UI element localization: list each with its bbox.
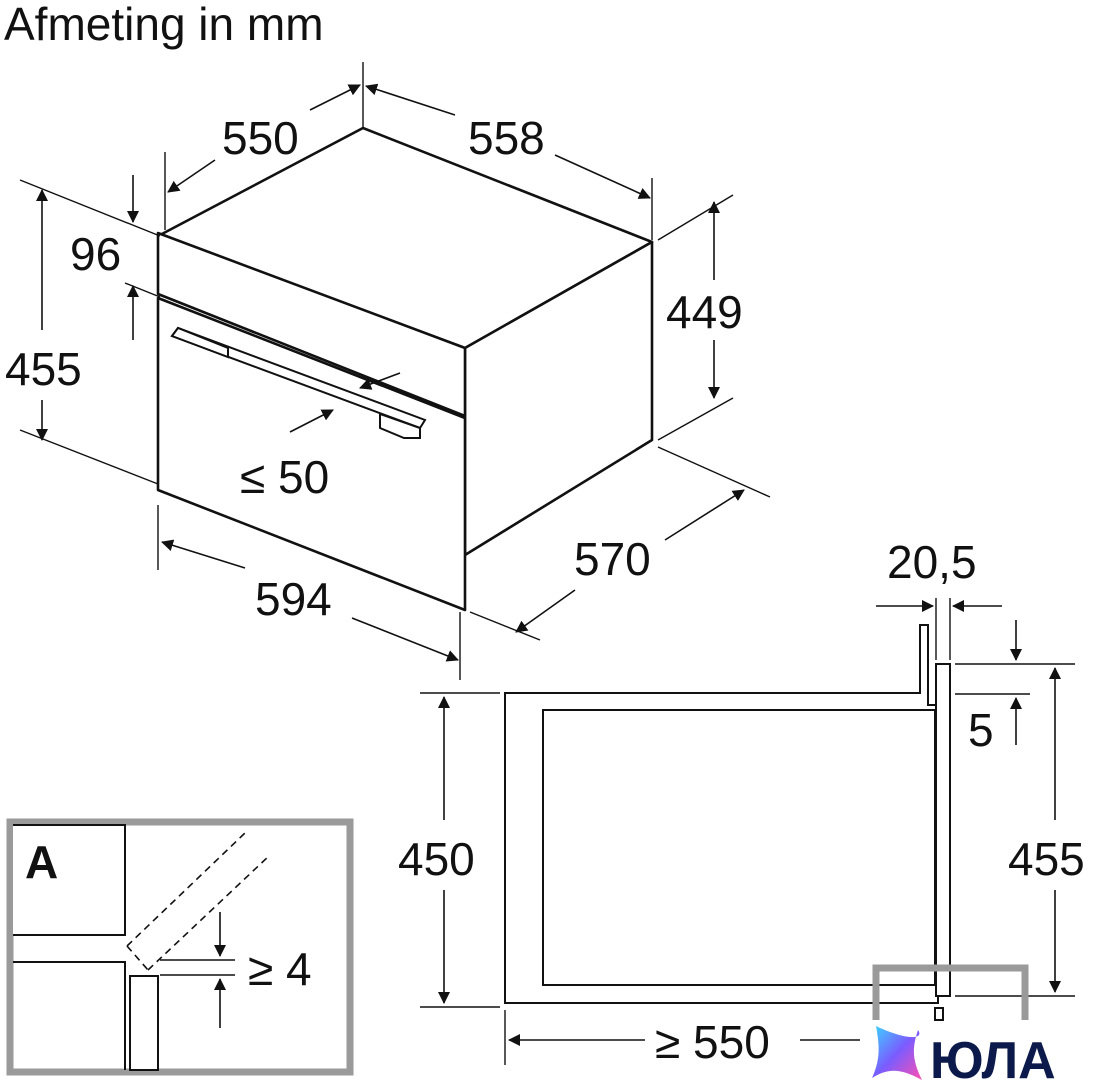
front-panel-section — [935, 663, 951, 997]
dim-line-558 — [365, 83, 456, 116]
dimension-lines-side — [438, 600, 1061, 1046]
dim-line-594 — [161, 539, 246, 569]
label-body-height: 449 — [666, 286, 743, 338]
label-width-side: 558 — [468, 112, 545, 164]
niche-inner — [542, 709, 936, 986]
detail-front-panel — [129, 975, 159, 1071]
watermark-text: ЮЛА — [930, 1032, 1056, 1085]
label-detail-gap: ≥ 4 — [248, 943, 312, 995]
dim-line-protrusion — [359, 372, 401, 390]
label-total-depth: 570 — [574, 533, 651, 585]
page-title: Afmeting in mm — [4, 0, 324, 50]
label-depth-top: 550 — [222, 112, 299, 164]
detail-dashed-outline-1 — [126, 832, 246, 947]
label-side-total-height: 455 — [1008, 833, 1085, 885]
detail-callout-bracket — [872, 964, 1029, 1020]
door-front — [156, 296, 467, 612]
label-side-front-thickness: 20,5 — [887, 536, 977, 588]
appliance-3d-view — [156, 126, 654, 612]
control-panel-front — [156, 231, 467, 418]
label-front-height: 455 — [5, 343, 82, 395]
detail-cabinet-bottom — [13, 961, 126, 1070]
detail-a-frame — [6, 818, 354, 1076]
star-logo-icon — [872, 1026, 922, 1080]
detail-cabinet-top — [13, 824, 126, 936]
foot-section — [934, 1007, 944, 1021]
label-front-protrusion: ≤ 50 — [240, 451, 329, 503]
dimension-lines-3d — [36, 83, 745, 662]
watermark: ЮЛА — [872, 1026, 1056, 1085]
label-front-width: 594 — [255, 573, 332, 625]
dim-line-570 — [664, 489, 745, 541]
detail-a-label: A — [25, 836, 58, 888]
dim-line-550 — [309, 84, 361, 111]
label-side-gap: 5 — [968, 704, 994, 756]
detail-a-box — [6, 818, 354, 1076]
handle-left-mount — [170, 326, 229, 359]
handle-right-mount — [379, 412, 421, 439]
label-side-niche-height: 450 — [398, 833, 475, 885]
side-section-view — [504, 624, 951, 1021]
extension-lines-side — [420, 598, 1075, 1065]
label-panel-height: 96 — [70, 228, 121, 280]
label-side-niche-depth: ≥ 550 — [655, 1016, 770, 1068]
